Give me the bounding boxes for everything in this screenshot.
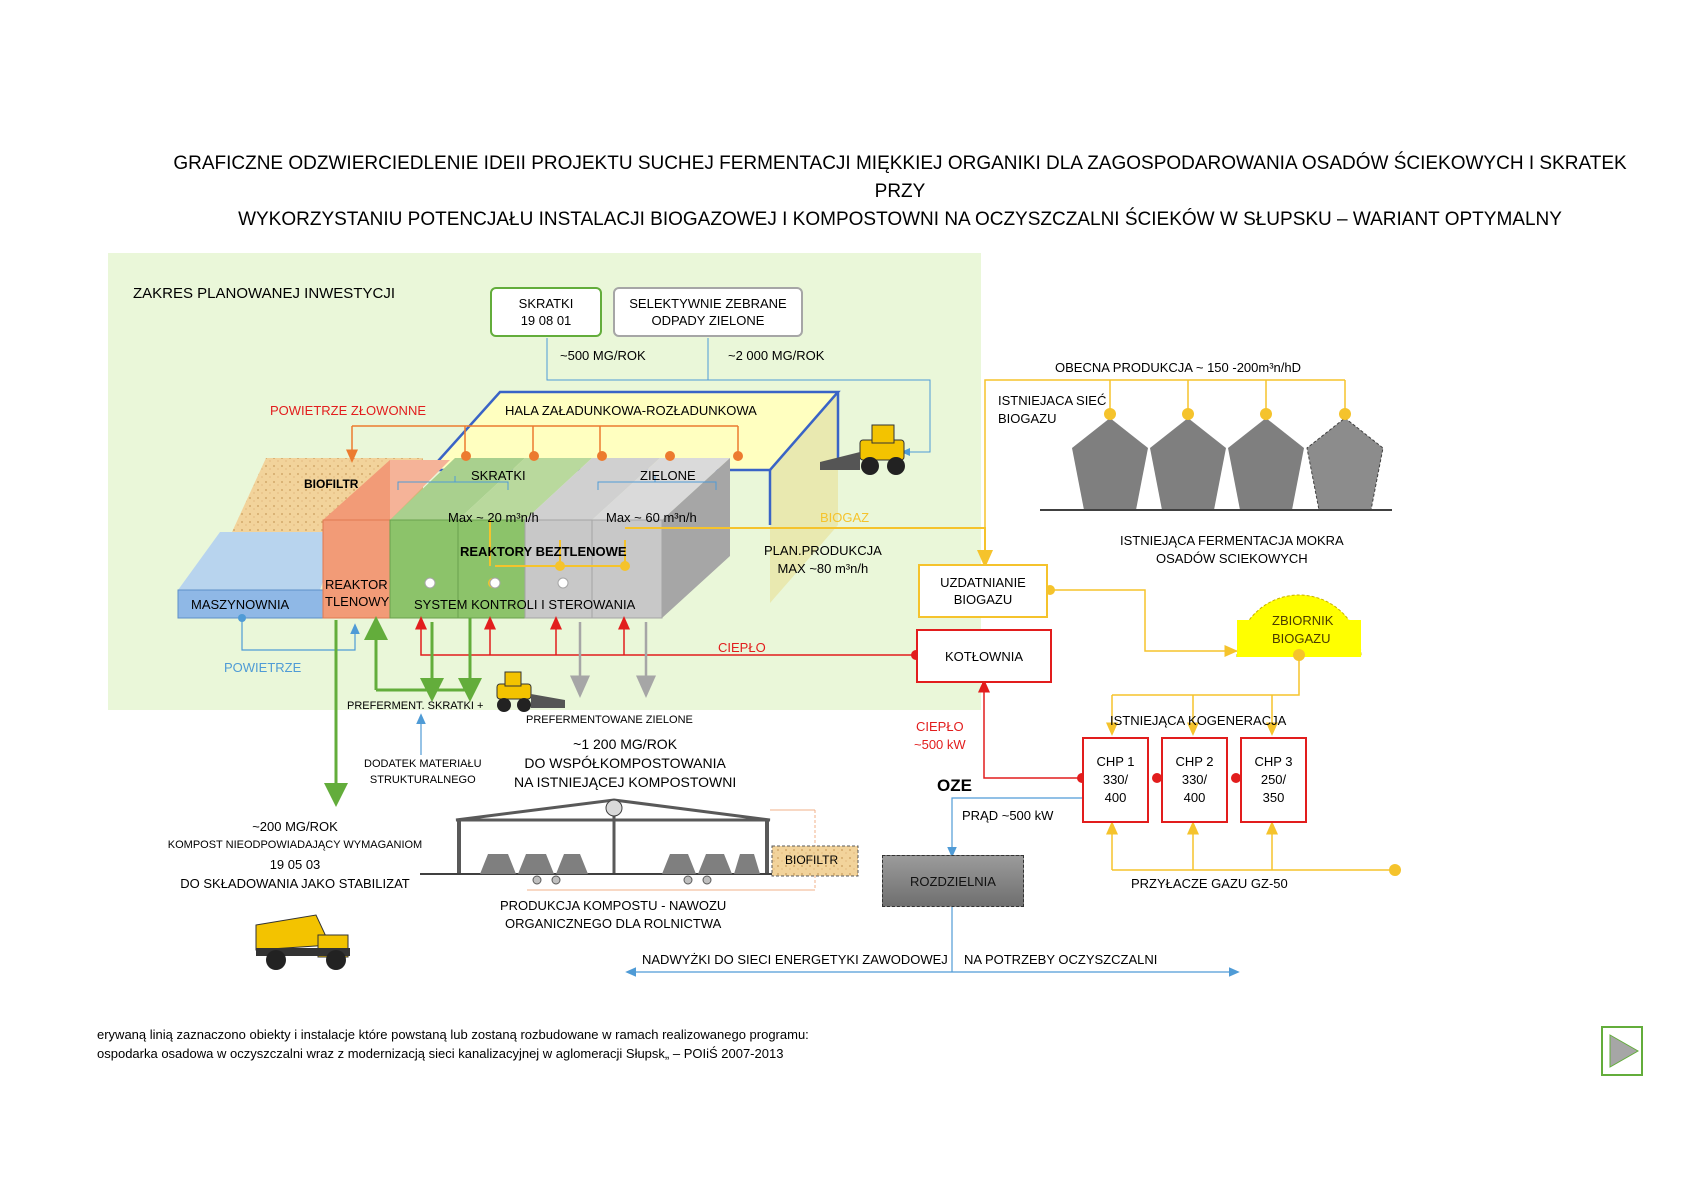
reactor-green-2 <box>457 519 526 619</box>
compost-hall <box>420 798 859 891</box>
heat-label: CIEPŁO <box>718 640 766 655</box>
skratki-flow-label: ~500 MG/ROK <box>560 348 646 363</box>
machine-room-label: MASZYNOWNIA <box>191 597 290 612</box>
reactors-label: REAKTORY BEZTLENOWE <box>460 544 627 559</box>
skratki-box-line-1: SKRATKI <box>518 296 574 311</box>
heat-out-line-1: CIEPŁO <box>915 719 964 734</box>
green-box-line-2: ODPADY ZIELONE <box>651 313 765 328</box>
gas-connection-label: PRZYŁACZE GAZU GZ-50 <box>1131 876 1288 891</box>
green-flow-label: ~2 000 MG/ROK <box>728 348 825 363</box>
skratki-box-line-2: 19 08 01 <box>520 313 572 328</box>
heat-output-label: CIEPŁO ~500 kW <box>914 718 966 754</box>
air-label: POWIETRZE <box>224 660 302 675</box>
biofiltr-label: BIOFILTR <box>304 477 359 491</box>
reactor-green-1 <box>389 519 459 619</box>
digester-tanks <box>1072 417 1384 511</box>
current-production-label: OBECNA PRODUKCJA ~ 150 -200m³n/hD <box>1055 360 1302 375</box>
skratki-input-box: SKRATKI 19 08 01 <box>490 287 602 337</box>
co-compost-line-1: ~1 200 MG/ROK <box>573 736 678 752</box>
hall-label: HALA ZAŁADUNKOWA-ROZŁADUNKOWA <box>505 403 757 418</box>
investment-area-label: ZAKRES PLANOWANEJ INWESTYCJI <box>133 285 395 302</box>
oze-label: OZE <box>937 776 972 795</box>
max-green-label: Max ~ 60 m³n/h <box>606 510 697 525</box>
compost-prod-line-1: PRODUKCJA KOMPOSTU - NAWOZU <box>500 898 727 913</box>
power-label: PRĄD ~500 kW <box>962 808 1054 823</box>
network-line-2: BIOGAZU <box>998 411 1057 426</box>
treatment-line-2: BIOGAZU <box>953 592 1013 607</box>
co-compost-line-2: DO WSPÓŁKOMPOSTOWANIA <box>524 755 726 771</box>
green-zone-label: ZIELONE <box>640 468 696 483</box>
next-slide-button[interactable] <box>1602 1027 1642 1075</box>
preferment-skratki-label: PREFERMENT. SKRATKI + <box>347 700 484 712</box>
chp-unit-1: CHP 1 330/400 <box>1082 737 1149 823</box>
next-slide-icon <box>1601 1026 1643 1076</box>
chp2-v1: 330/ <box>1181 772 1208 787</box>
compost-biofiltr-label: BIOFILTR <box>785 853 839 867</box>
loader-icon <box>496 671 565 712</box>
co-compost-label: ~1 200 MG/ROK DO WSPÓŁKOMPOSTOWANIA NA I… <box>514 735 736 792</box>
green-waste-input-box: SELEKTYWNIE ZEBRANE ODPADY ZIELONE <box>613 287 803 337</box>
biogas-treatment-box: UZDATNIANIE BIOGAZU <box>918 564 1048 618</box>
landfill-line-4: DO SKŁADOWANIA JAKO STABILIZAT <box>180 876 410 891</box>
treatment-line-1: UZDATNIANIE <box>940 575 1026 590</box>
green-box-line-1: SELEKTYWNIE ZEBRANE <box>629 296 787 311</box>
control-system-label: SYSTEM KONTROLI I STEROWANIA <box>414 597 636 612</box>
aerobic-reactor-label: REAKTOR TLENOWY <box>325 576 389 610</box>
fermentation-line-2: OSADÓW SCIEKOWYCH <box>1156 551 1308 566</box>
plan-line-2: MAX ~80 m³n/h <box>777 561 869 576</box>
landfill-line-3: 19 05 03 <box>269 857 321 872</box>
compost-production-label: PRODUKCJA KOMPOSTU - NAWOZU ORGANICZNEGO… <box>500 897 726 933</box>
landfill-line-2: KOMPOST NIEODPOWIADAJĄCY WYMAGANIOM <box>167 839 423 851</box>
biogas-label: BIOGAZ <box>820 510 870 525</box>
aerobic-line-1: REAKTOR <box>325 577 388 592</box>
chp1-name: CHP 1 <box>1096 754 1135 769</box>
distribution-box: ROZDZIELNIA <box>882 855 1024 907</box>
chp1-v2: 400 <box>1104 790 1127 805</box>
structural-line-2: STRUKTURALNEGO <box>369 774 476 786</box>
tank-line-2: BIOGAZU <box>1272 631 1331 646</box>
structural-line-1: DODATEK MATERIAŁU <box>364 758 482 770</box>
landfill-line-1: ~200 MG/ROK <box>252 819 338 834</box>
co-compost-line-3: NA ISTNIEJĄCEJ KOMPOSTOWNI <box>514 774 737 790</box>
chp2-name: CHP 2 <box>1175 754 1214 769</box>
tank-line-1: ZBIORNIK <box>1272 613 1334 628</box>
landfill-output-label: ~200 MG/ROK KOMPOST NIEODPOWIADAJĄCY WYM… <box>150 817 440 893</box>
aerobic-line-2: TLENOWY <box>325 594 390 609</box>
existing-network-label: ISTNIEJACA SIEĆ BIOGAZU <box>998 392 1106 428</box>
structural-material-label: DODATEK MATERIAŁU STRUKTURALNEGO <box>364 756 482 788</box>
skratki-zone-label: SKRATKI <box>471 468 526 483</box>
biogas-tank-label: ZBIORNIK BIOGAZU <box>1272 612 1334 648</box>
plan-line-1: PLAN.PRODUKCJA <box>764 543 882 558</box>
compost-prod-line-2: ORGANICZNEGO DLA ROLNICTWA <box>505 916 722 931</box>
network-line-1: ISTNIEJACA SIEĆ <box>998 393 1107 408</box>
footer-line-2: ospodarka osadowa w oczyszczalni wraz z … <box>97 1046 784 1061</box>
plan-production-label: PLAN.PRODUKCJA MAX ~80 m³n/h <box>764 542 882 578</box>
chp-unit-3: CHP 3 250/350 <box>1240 737 1307 823</box>
compost-biofiltr-block <box>771 845 859 877</box>
heat-out-line-2: ~500 kW <box>914 737 966 752</box>
chp1-v1: 330/ <box>1102 772 1129 787</box>
footer-line-1: erywaną linią zaznaczono obiekty i insta… <box>97 1027 809 1042</box>
chp2-v2: 400 <box>1183 790 1206 805</box>
existing-fermentation-label: ISTNIEJĄCA FERMENTACJA MOKRA OSADÓW SCIE… <box>1120 532 1344 568</box>
odor-air-label: POWIETRZE ZŁOWONNE <box>270 403 426 418</box>
preferment-green-label: PREFERMENTOWANE ZIELONE <box>526 714 693 726</box>
loader-icon <box>820 424 905 475</box>
own-needs-label: NA POTRZEBY OCZYSZCZALNI <box>964 952 1158 967</box>
hall-top <box>430 392 838 470</box>
fermentation-line-1: ISTNIEJĄCA FERMENTACJA MOKRA <box>1120 533 1344 548</box>
title-line-1: GRAFICZNE ODZWIERCIEDLENIE IDEII PROJEKT… <box>173 153 1627 202</box>
chp3-v2: 350 <box>1262 790 1285 805</box>
max-skratki-label: Max ~ 20 m³n/h <box>448 510 539 525</box>
cogeneration-label: ISTNIEJĄCA KOGENERACJA <box>1110 713 1287 728</box>
chp3-name: CHP 3 <box>1254 754 1293 769</box>
dump-truck-icon <box>255 914 350 970</box>
title-line-2: WYKORZYSTANIU POTENCJAŁU INSTALACJI BIOG… <box>238 209 1562 230</box>
boiler-box: KOTŁOWNIA <box>916 629 1052 683</box>
chp-unit-2: CHP 2 330/400 <box>1161 737 1228 823</box>
chp3-v1: 250/ <box>1260 772 1287 787</box>
page-title: GRAFICZNE ODZWIERCIEDLENIE IDEII PROJEKT… <box>150 150 1650 234</box>
surplus-label: NADWYŻKI DO SIECI ENERGETYKI ZAWODOWEJ <box>642 952 948 967</box>
